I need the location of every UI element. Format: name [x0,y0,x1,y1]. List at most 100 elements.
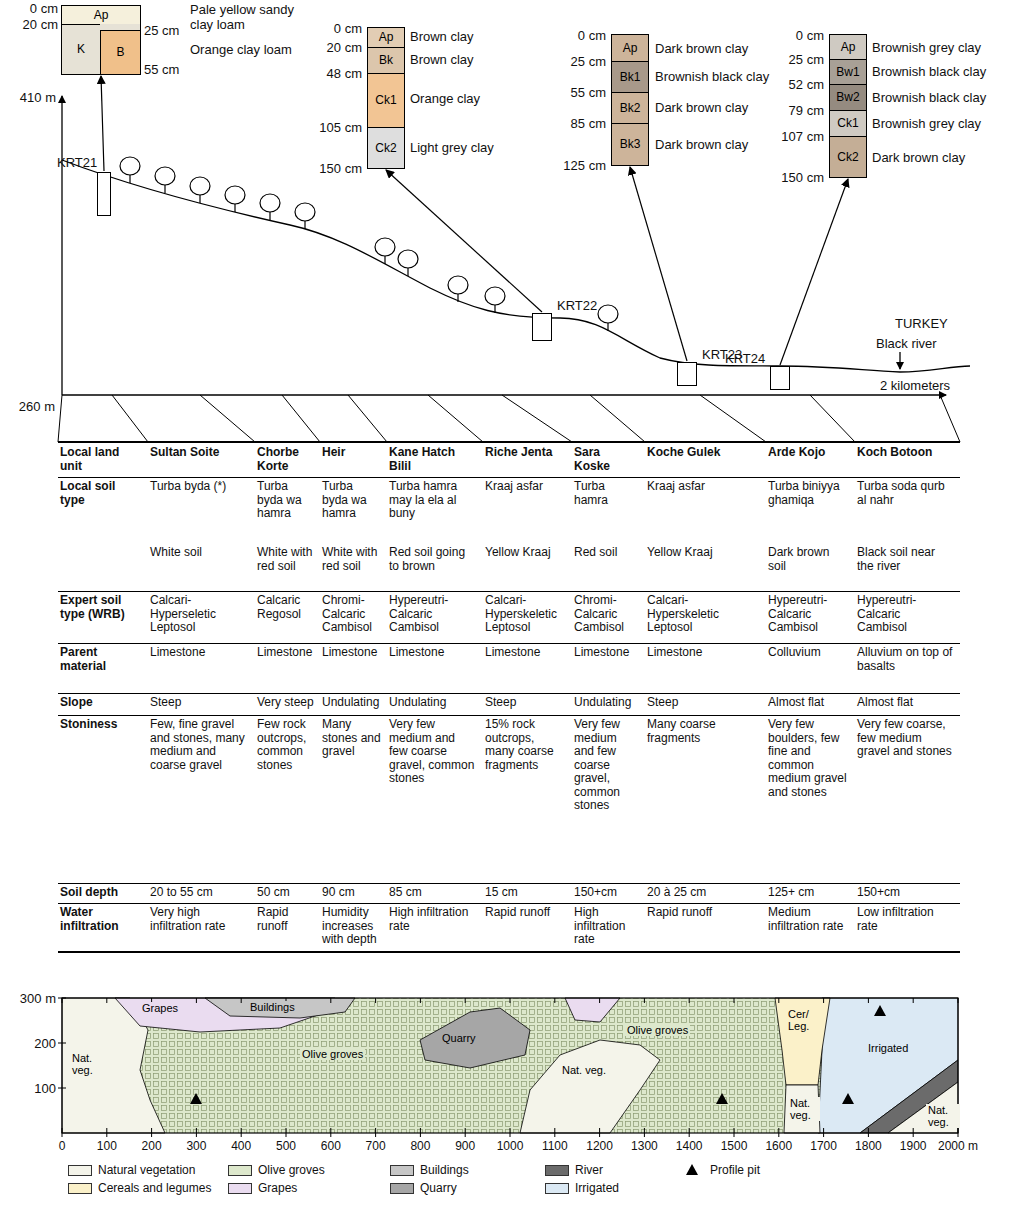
table-cell: 150+cm [574,886,639,900]
axis-tick-label: 1600 [765,1140,792,1154]
profile-annotation: 20 cm [23,17,58,32]
table-cell: 20 to 55 cm [150,886,249,900]
table-cell: Kraaj asfar [485,480,566,494]
horizon-label: Ck2 [368,127,404,168]
legend-swatch [390,1165,414,1176]
map-area-label: Olive groves [300,1048,365,1060]
axis-label: 200 [34,1036,56,1051]
map-area-label: Quarry [440,1032,478,1044]
profile-annotation: Orange clay loam [190,42,292,57]
profile-annotation: 85 cm [571,116,606,131]
horizon-label: Ap [62,6,140,24]
profile-annotation: 0 cm [578,28,606,43]
pit-label: KRT24 [725,351,765,366]
table-cell: Turba biniyya ghamiqa [768,480,849,507]
row-header: Parent material [60,646,142,673]
land-use-map [58,998,958,1137]
table-rule [58,477,960,478]
table-cell: Very steep [257,696,314,710]
table-cell: White with red soil [322,546,381,573]
axis-tick-label: 1400 [676,1140,703,1154]
table-rule [58,903,960,904]
table-cell: Limestone [647,646,760,660]
axis-tick-label: 1900 [900,1140,927,1154]
legend-swatch [545,1165,569,1176]
table-cell: 15% rock outcrops, many coarse fragments [485,718,566,772]
table-cell: Black soil near the river [857,546,953,573]
axis-tick-label: 300 [186,1140,206,1154]
profile-annotation: Brownish grey clay [872,116,981,131]
cross-section [62,96,970,395]
table-cell: Limestone [389,646,477,660]
table-rule [58,715,960,716]
legend-symbol [680,1164,704,1176]
table-rule [58,643,960,644]
horizon-label: Ap [612,35,648,61]
connector-arrow [386,170,542,312]
horizon-label: Bk1 [612,61,648,92]
table-cell: Steep [485,696,566,710]
legend-swatch [390,1183,414,1194]
axis-tick-label: 900 [455,1140,475,1154]
table-cell: Riche Jenta [485,446,566,460]
table-cell: Rapid runoff [257,906,314,933]
table-cell: Steep [647,696,760,710]
fan-lines [58,395,960,443]
profile-annotation: 0 cm [796,28,824,43]
profile-annotation: 55 cm [571,85,606,100]
table-cell: Yellow Kraaj [647,546,760,560]
legend-swatch [68,1165,92,1176]
table-cell: Calcari-Hyperskeletic Leptosol [485,594,566,635]
profile-annotation: Brownish black clay [872,90,986,105]
connector-arrow [101,76,104,171]
table-cell: Chromi-Calcaric Cambisol [574,594,639,635]
soil-profile: ApBk1Bk2Bk3 [612,35,648,165]
horizon-label: Bw2 [830,84,866,110]
table-rule [58,883,960,884]
table-cell: Calcaric Regosol [257,594,314,621]
profile-annotation: 0 cm [30,1,58,16]
table-cell: Koche Gulek [647,446,760,460]
table-cell: 50 cm [257,886,314,900]
table-cell: Limestone [257,646,314,660]
horizon-label: Bk2 [612,92,648,123]
profile-annotation: Dark brown clay [655,137,748,152]
profile-annotation: Orange clay [410,91,480,106]
profile-annotation: 55 cm [144,62,179,77]
axis-tick-label: 600 [321,1140,341,1154]
axis-tick-label: 2000 m [938,1140,978,1154]
table-cell: Red soil going to brown [389,546,477,573]
map-area-label: Buildings [248,1001,297,1013]
map-area-label: Grapes [140,1002,180,1014]
profile-pit: KRT23 [677,362,697,386]
profile-annotation: 125 cm [563,158,606,173]
table-cell: 20 à 25 cm [647,886,760,900]
axis-label: Black river [876,336,937,351]
axis-label: 410 m [20,90,56,105]
map-area-label: Cer/ Leg. [786,1008,820,1032]
table-cell: Steep [150,696,249,710]
table-cell: Almost flat [857,696,953,710]
axis-tick-label: 100 [97,1140,117,1154]
legend-text: Cereals and legumes [98,1181,211,1196]
table-cell: Limestone [150,646,249,660]
horizon-label: Bk [368,47,404,73]
table-cell: Koch Botoon [857,446,953,460]
profile-annotation: 0 cm [334,21,362,36]
profile-pit: KRT21 [97,172,111,216]
table-cell: Low infiltration rate [857,906,953,933]
table-cell: Very few boulders, few fine and common m… [768,718,849,799]
profile-annotation: 107 cm [781,129,824,144]
horizon-label: Ck1 [368,73,404,127]
table-cell: Many stones and gravel [322,718,381,759]
row-header: Slope [60,696,142,710]
table-cell: Few, fine gravel and stones, many medium… [150,718,249,772]
row-header: Water infiltration [60,906,142,933]
table-cell: Limestone [322,646,381,660]
table-rule [58,951,960,953]
table-cell: Turba hamra may la ela al buny [389,480,477,521]
pit-label: KRT22 [557,298,597,313]
table-cell: Calcari-Hyperskeletic Leptosol [647,594,760,635]
axis-tick-label: 1000 [497,1140,524,1154]
legend-swatch [545,1183,569,1194]
